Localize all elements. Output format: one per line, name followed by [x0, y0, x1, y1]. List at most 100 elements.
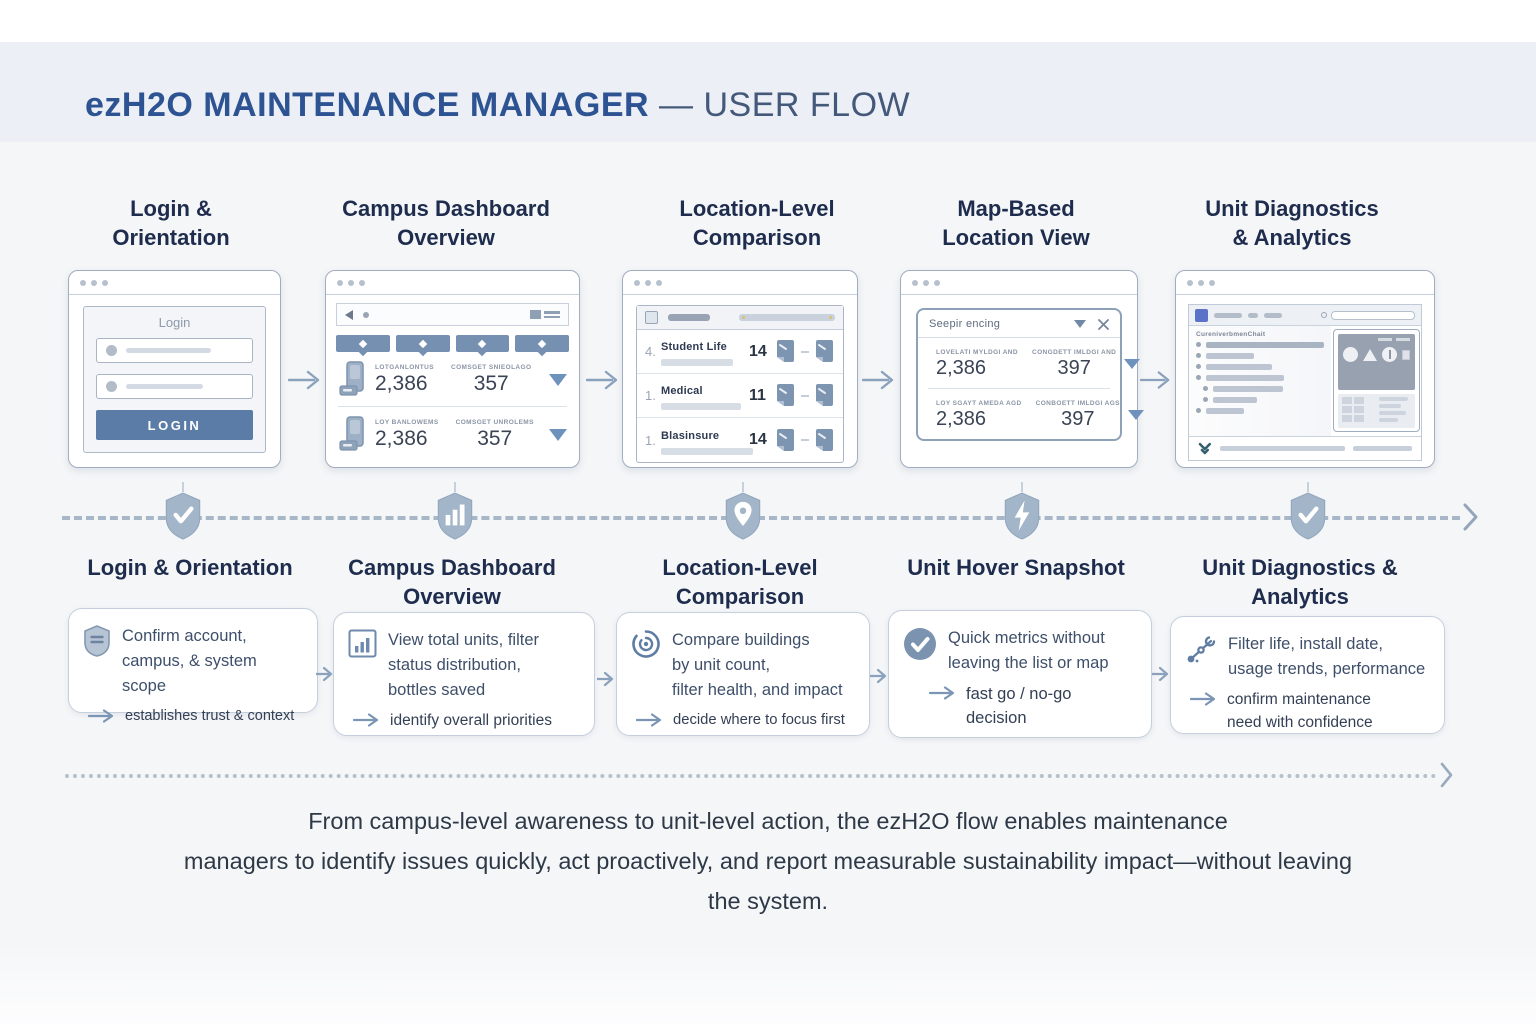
card-takeaway: decide where to focus first [631, 709, 857, 732]
document-icon[interactable] [775, 339, 796, 364]
diamond-icon [478, 339, 487, 348]
unit-count: 14 [749, 431, 767, 448]
stat-value: 397 [1057, 356, 1091, 379]
check-circle-icon [903, 626, 937, 676]
dropdown-triangle-icon[interactable] [549, 374, 567, 386]
takeaway-text: fast go / no-go decision [966, 685, 1072, 727]
takeaway-text: decide where to focus first [673, 712, 845, 728]
list-item[interactable] [1196, 397, 1324, 403]
filter-button[interactable] [395, 335, 450, 352]
document-icon[interactable] [775, 428, 796, 453]
diagnostics-list-panel: CureniverbmenChait [1189, 326, 1331, 436]
window-title-bar [1176, 271, 1434, 295]
list-item[interactable] [1196, 408, 1324, 414]
window-dot [634, 279, 640, 286]
stat-row: LOTGANLONTUS 2,386 COMSGET SNIEOLAGO 357 [326, 352, 579, 406]
location-name-cell: Student Life [661, 337, 747, 366]
filter-button[interactable] [455, 335, 510, 352]
diamond-icon [418, 339, 427, 348]
table-row[interactable]: 1. Blasinsure 14 [637, 418, 843, 462]
login-panel-title: Login [158, 315, 191, 330]
top-label-dashboard: Campus Dashboard Overview [342, 196, 550, 250]
list-item[interactable] [1196, 375, 1324, 381]
stat-value: 2,386 [936, 356, 987, 379]
card-main: Filter life, install date, usage trends,… [1185, 632, 1432, 682]
menu-icon[interactable] [530, 310, 560, 319]
bottom-strip [0, 942, 1536, 1024]
hover-popup: Seepir encing LOVELATI MYLDGI AND 2,386 … [916, 308, 1144, 441]
step-label-dashboard: Campus Dashboard Overview [348, 555, 556, 609]
dropdown-triangle-icon[interactable] [1127, 410, 1144, 420]
card-main: Quick metrics without leaving the list o… [903, 626, 1139, 676]
search-bar[interactable] [1321, 310, 1415, 320]
stat-bottles-saved: COMSGET UNROLEMS 357 [456, 419, 534, 451]
password-field[interactable] [96, 374, 253, 399]
gauge-icon [1382, 347, 1397, 362]
window-title-bar [69, 271, 280, 295]
badge-shield-check [1288, 482, 1328, 545]
panel-icon [1402, 349, 1410, 360]
triangle-icon [1363, 348, 1377, 361]
row-index: 4. [645, 344, 656, 359]
list-item[interactable] [1196, 364, 1324, 370]
menu-square [530, 310, 541, 319]
checkbox[interactable] [645, 311, 658, 324]
close-icon[interactable] [1098, 318, 1109, 330]
window-dot [1187, 279, 1193, 286]
document-icon[interactable] [814, 339, 835, 364]
stat-total-units: LOY SGAYT AMEDA AGD 2,386 [936, 400, 1022, 431]
table-row[interactable]: 4. Student Life 14 [637, 330, 843, 374]
table-row[interactable]: 1. Medical 11 [637, 374, 843, 418]
list-item[interactable] [1196, 342, 1324, 348]
document-icon[interactable] [814, 383, 835, 408]
location-name: Blasinsure [661, 429, 720, 442]
document-icon[interactable] [814, 428, 835, 453]
mockup-analytics-window: CureniverbmenChait [1175, 270, 1435, 468]
badge-shield-check [163, 482, 203, 545]
document-icon[interactable] [775, 383, 796, 408]
stat-label: LOTGANLONTUS [375, 364, 434, 371]
input-placeholder-line [126, 348, 211, 353]
footer-bar [1219, 446, 1346, 451]
top-label-login: Login & Orientation [112, 196, 230, 250]
card-main: Compare buildings by unit count, filter … [631, 628, 857, 703]
filter-button[interactable] [336, 335, 390, 352]
row-index: 1. [645, 388, 656, 403]
search-input[interactable] [1331, 310, 1415, 320]
window-dot [923, 279, 929, 286]
list-item[interactable] [1196, 353, 1324, 359]
bottom-divider-line [65, 774, 1437, 778]
login-button[interactable]: LOGIN [96, 410, 253, 440]
document-icons [775, 339, 835, 364]
analytics-body: CureniverbmenChait [1189, 326, 1421, 436]
stat-total-units: LOY BANLOWEMS 2,386 [375, 419, 439, 451]
shield-bar-chart-icon [437, 492, 473, 540]
dash [801, 439, 809, 441]
back-arrow-icon[interactable] [345, 309, 353, 320]
double-chevron-down-icon[interactable] [1198, 442, 1212, 456]
dropdown-triangle-icon[interactable] [1124, 359, 1141, 369]
dropdown-caret-icon[interactable] [1074, 320, 1086, 328]
popup-title: Seepir encing [929, 318, 1001, 330]
username-field[interactable] [96, 338, 253, 363]
stat-bottles-saved: COMSGET SNIEOLAGO 357 [451, 364, 531, 396]
stat-value: 397 [1061, 407, 1095, 430]
window-dot [348, 279, 354, 286]
step-card-comparison: Compare buildings by unit count, filter … [616, 612, 870, 736]
bottom-divider-arrowhead [1440, 762, 1454, 793]
card-main: Confirm account, campus, & system scope [83, 624, 305, 699]
dropdown-triangle-icon[interactable] [549, 429, 567, 441]
filter-button[interactable] [515, 335, 569, 352]
popup-header: Seepir encing [918, 310, 1120, 338]
list-item[interactable] [1196, 386, 1324, 392]
card-description: Quick metrics without leaving the list o… [948, 629, 1109, 672]
step-label-hover: Unit Hover Snapshot [907, 555, 1125, 580]
dash [801, 394, 809, 397]
app-logo-icon [1195, 308, 1208, 322]
table-header [637, 306, 843, 330]
document-icons [775, 383, 835, 408]
window-dot [656, 279, 662, 286]
bar-chart-icon [348, 628, 377, 703]
window-dot [80, 279, 86, 286]
